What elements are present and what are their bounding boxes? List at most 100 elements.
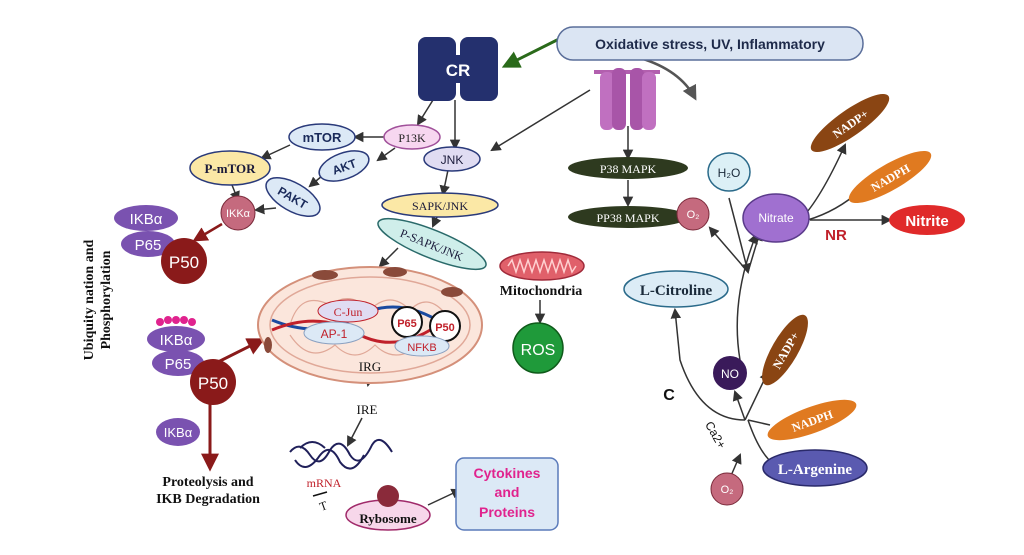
svg-text:IKBα: IKBα <box>130 211 163 228</box>
node-nadph-bot: NADPH <box>767 399 857 441</box>
ubiquitin-dots <box>156 316 196 326</box>
mitochondria-icon <box>499 251 585 281</box>
node-p38: P38 MAPK <box>568 157 688 179</box>
node-h2o: H₂O <box>707 152 751 192</box>
svg-text:O₂: O₂ <box>687 209 700 221</box>
node-ap1: AP-1 <box>303 321 365 345</box>
svg-text:mTOR: mTOR <box>303 130 342 145</box>
svg-text:NFKB: NFKB <box>407 342 436 354</box>
side-label: Ubiquity nation and Phosphorylation <box>82 239 114 360</box>
svg-text:Cytokines: Cytokines <box>474 465 541 481</box>
svg-text:IKBα: IKBα <box>160 332 193 349</box>
svg-text:AP-1: AP-1 <box>321 327 348 341</box>
arrow-pi3k-akt <box>376 147 396 162</box>
svg-text:P-mTOR: P-mTOR <box>204 161 256 176</box>
node-sapk: SAPK/JNK <box>381 192 499 218</box>
svg-text:P50: P50 <box>169 253 199 272</box>
node-nadph-top: NADPH <box>848 150 932 204</box>
node-ikka: IKKα <box>220 195 256 231</box>
arrow-to-nadph-bot <box>747 419 771 426</box>
svg-text:SAPK/JNK: SAPK/JNK <box>412 199 468 213</box>
node-akt: AKT <box>318 150 370 182</box>
svg-text:Nitrite: Nitrite <box>905 213 948 230</box>
node-jnk: JNK <box>423 146 481 172</box>
nfkb-complex-top: IKBα P65 P50 <box>114 205 207 284</box>
svg-text:P50: P50 <box>198 374 228 393</box>
svg-text:ROS: ROS <box>521 342 556 359</box>
node-o2-top: O₂ <box>676 197 710 231</box>
node-cjun: C-Jun <box>317 299 379 323</box>
node-pakt: PAKT <box>265 176 321 218</box>
ire-label: IRE <box>357 402 378 417</box>
node-nitrate: Nitrate <box>742 193 810 243</box>
svg-text:IKBα: IKBα <box>164 425 193 440</box>
svg-text:JNK: JNK <box>441 153 464 167</box>
cytokines-box: Cytokines and Proteins <box>455 457 559 531</box>
node-no: NO <box>713 356 747 390</box>
svg-text:P38 MAPK: P38 MAPK <box>600 162 657 176</box>
arrow-pakt-ikka <box>253 203 277 215</box>
arrow-jnk-sapk <box>439 169 450 197</box>
arrow-to-no <box>732 390 746 421</box>
svg-text:O₂: O₂ <box>721 484 734 496</box>
svg-text:Proteins: Proteins <box>479 504 535 520</box>
node-larginine: L-Argenine <box>762 449 868 487</box>
svg-text:and: and <box>495 484 520 500</box>
node-mtor: mTOR <box>288 123 356 151</box>
arrow-psapk-mito <box>378 247 399 268</box>
svg-text:P65: P65 <box>135 237 162 254</box>
node-ikba-free: IKBα <box>156 418 200 446</box>
svg-text:Ubiquity nation and: Ubiquity nation and <box>82 239 97 360</box>
node-nfkb: NFKB <box>394 335 450 357</box>
svg-text:PP38 MAPK: PP38 MAPK <box>596 211 659 225</box>
nfkb-complex-mid: IKBα P65 P50 <box>147 316 236 405</box>
arrow-ikka-p50 <box>192 222 223 242</box>
node-pmtor: P-mTOR <box>189 150 271 186</box>
mrna-strand-icon <box>289 438 393 470</box>
nr-label: NR <box>825 227 847 244</box>
mrna-label: mRNA <box>307 476 342 490</box>
node-ros: ROS <box>512 322 564 374</box>
node-lcitroline: L-Citroline <box>623 270 729 308</box>
t-symbol: T <box>312 491 330 514</box>
node-ribosome: Rybosome <box>345 485 431 531</box>
node-pi3k: P13K <box>383 124 441 150</box>
svg-text:NO: NO <box>721 367 739 381</box>
proteolysis-label: Proteolysis and IKB Degradation <box>156 475 260 507</box>
irg-label: IRG <box>359 359 381 374</box>
svg-text:P65: P65 <box>397 318 417 330</box>
arrow-c-lcitroline <box>670 307 746 421</box>
svg-text:IKB Degradation: IKB Degradation <box>156 492 260 507</box>
ca2-label: Ca2+ <box>702 419 729 451</box>
arrow-stress-cr <box>501 34 566 68</box>
node-pp38: PP38 MAPK <box>568 206 688 228</box>
arrow-ire-mrna <box>347 417 363 447</box>
svg-text:C-Jun: C-Jun <box>334 305 363 319</box>
cr-label: CR <box>446 61 471 80</box>
mitochondria-label: Mitochondria <box>500 284 582 299</box>
svg-text:P50: P50 <box>435 322 455 334</box>
svg-text:T: T <box>317 498 329 514</box>
svg-text:Phosphorylation: Phosphorylation <box>99 250 114 349</box>
node-nadp-bot: NADP+ <box>762 314 808 386</box>
arrow-akt-pakt <box>308 175 323 188</box>
arrow-cr-pi3k <box>416 99 434 126</box>
c-label: C <box>663 387 675 404</box>
svg-text:P65: P65 <box>165 356 192 373</box>
stress-label: Oxidative stress, UV, Inflammatory <box>595 36 825 52</box>
stress-box: Oxidative stress, UV, Inflammatory <box>556 26 864 61</box>
svg-text:L-Citroline: L-Citroline <box>640 283 713 299</box>
arrow-channel-jnk <box>490 89 591 152</box>
svg-text:IKKα: IKKα <box>226 208 251 220</box>
node-p65-nuc: P65 <box>391 306 423 338</box>
ion-channel-icon <box>594 68 660 130</box>
arrow-no-nitrate <box>736 233 758 361</box>
svg-text:Rybosome: Rybosome <box>359 511 417 526</box>
svg-text:H₂O: H₂O <box>718 166 741 180</box>
svg-text:Proteolysis and: Proteolysis and <box>162 475 253 490</box>
node-p50-nuc: P50 <box>429 310 461 342</box>
svg-text:P13K: P13K <box>398 131 426 145</box>
arrow-mtor-pmtor <box>260 144 291 160</box>
arrow-p50-nucleus <box>217 338 266 364</box>
